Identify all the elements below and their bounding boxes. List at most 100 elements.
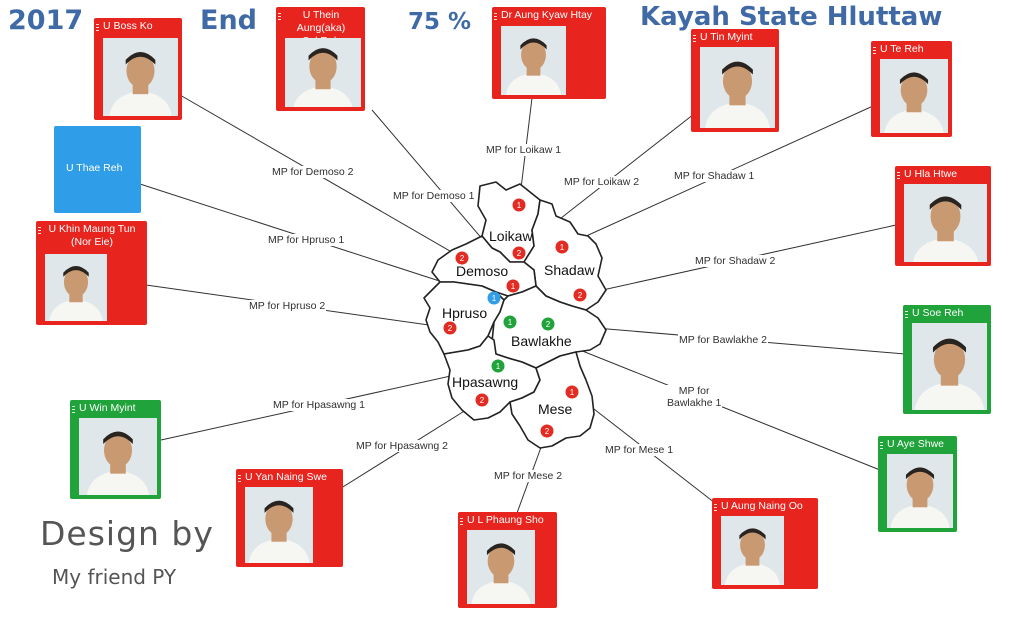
drag-handle-icon[interactable] — [72, 404, 76, 416]
member-photo — [912, 323, 987, 410]
percent-label: 75 % — [408, 9, 472, 35]
member-card[interactable]: U Aye Shwe — [878, 436, 957, 532]
credit-author: My friend PY — [52, 565, 177, 589]
seat-label-hpasawng-2: MP for Hpasawng 2 — [355, 440, 450, 452]
marker-loikaw-1: 1 — [512, 198, 526, 212]
member-name: U Aye Shwe — [887, 438, 945, 450]
seat-label-mese-1: MP for Mese 1 — [604, 444, 675, 456]
drag-handle-icon[interactable] — [714, 502, 718, 514]
drag-handle-icon[interactable] — [238, 473, 242, 485]
marker-demoso-1: 1 — [506, 279, 520, 293]
drag-handle-icon[interactable] — [38, 225, 42, 237]
seat-label-shadaw-1: MP for Shadaw 1 — [673, 170, 756, 182]
seat-label-demoso-1: MP for Demoso 1 — [392, 190, 476, 202]
drag-handle-icon[interactable] — [880, 440, 884, 452]
connector-line — [555, 113, 695, 223]
member-card[interactable]: U Boss Ko — [94, 18, 182, 120]
member-name: U Hla Htwe — [904, 168, 958, 180]
marker-shadaw-1: 1 — [555, 240, 569, 254]
member-card[interactable]: U Yan Naing Swe — [236, 469, 343, 567]
svg-text:1: 1 — [511, 282, 516, 291]
drag-handle-icon[interactable] — [96, 22, 100, 34]
member-photo — [501, 26, 566, 95]
portrait-image — [721, 516, 784, 585]
drag-handle-icon[interactable] — [693, 33, 697, 45]
seat-label-loikaw-1: MP for Loikaw 1 — [485, 144, 563, 156]
member-card[interactable]: U Khin Maung Tun (Nor Eie) — [36, 221, 147, 325]
drag-handle-icon[interactable] — [905, 309, 909, 321]
member-photo — [467, 530, 535, 604]
district-shadaw — [523, 199, 607, 311]
member-photo — [79, 418, 157, 495]
member-card[interactable]: U L Phaung Sho — [458, 512, 557, 608]
member-card[interactable]: U Soe Reh — [903, 305, 991, 414]
drag-handle-icon[interactable] — [873, 45, 877, 57]
member-photo — [880, 59, 948, 133]
portrait-image — [285, 38, 361, 107]
member-name: U Thae Reh — [66, 162, 123, 174]
svg-text:2: 2 — [578, 291, 583, 300]
svg-text:2: 2 — [517, 249, 522, 258]
member-photo — [904, 184, 987, 262]
seat-label-hpasawng-1: MP for Hpasawng 1 — [272, 399, 367, 411]
member-card[interactable]: Dr Aung Kyaw Htay — [492, 7, 606, 99]
district-label-hpasawng: Hpasawng — [452, 374, 519, 390]
marker-hpruso-1: 1 — [487, 291, 501, 305]
seat-label-demoso-2: MP for Demoso 2 — [271, 166, 355, 178]
member-card[interactable]: U Hla Htwe — [895, 166, 991, 266]
seat-label-hpruso-2: MP for Hpruso 2 — [248, 300, 327, 312]
portrait-image — [880, 59, 948, 133]
marker-hpasawng-1: 1 — [491, 359, 505, 373]
member-photo — [245, 487, 313, 563]
district-mese — [509, 351, 595, 449]
member-name: U Yan Naing Swe — [245, 471, 327, 483]
district-label-bawlakhe: Bawlakhe — [511, 333, 572, 349]
svg-text:1: 1 — [508, 318, 513, 327]
district-label-mese: Mese — [538, 401, 573, 417]
portrait-image — [103, 38, 178, 116]
member-name: U Khin Maung Tun (Nor Eie) — [48, 223, 136, 248]
member-name: Dr Aung Kyaw Htay — [501, 9, 593, 21]
portrait-image — [467, 530, 535, 604]
page-title: Kayah State Hluttaw — [640, 2, 943, 32]
member-name: U Te Reh — [880, 43, 924, 55]
seat-label-mese-2: MP for Mese 2 — [493, 470, 564, 482]
portrait-image — [904, 184, 987, 262]
district-label-shadaw: Shadaw — [544, 262, 595, 278]
drag-handle-icon[interactable] — [278, 11, 282, 23]
member-name: U Soe Reh — [912, 307, 964, 319]
member-photo — [887, 454, 953, 528]
member-card[interactable]: U Thae Reh — [54, 126, 141, 213]
member-card[interactable]: U Tin Myint — [691, 29, 779, 132]
member-name: U Boss Ko — [103, 20, 153, 32]
drag-handle-icon[interactable] — [494, 11, 498, 23]
member-card[interactable]: U Te Reh — [871, 41, 952, 137]
marker-mese-1: 1 — [565, 385, 579, 399]
drag-handle-icon[interactable] — [460, 516, 464, 528]
svg-text:1: 1 — [496, 362, 501, 371]
year-label: 2017 — [8, 5, 84, 36]
member-photo — [285, 38, 361, 107]
seat-label-shadaw-2: MP for Shadaw 2 — [694, 255, 777, 267]
portrait-image — [887, 454, 953, 528]
member-photo — [103, 38, 178, 116]
member-card[interactable]: U Thein Aung(aka) Sel Reh — [276, 7, 365, 111]
marker-bawlakhe-1: 1 — [503, 315, 517, 329]
member-photo — [45, 254, 107, 321]
marker-hpruso-2: 2 — [443, 321, 457, 335]
marker-hpasawng-2: 2 — [475, 393, 489, 407]
member-name: U Tin Myint — [700, 31, 753, 43]
marker-loikaw-2: 2 — [512, 246, 526, 260]
svg-text:1: 1 — [492, 294, 497, 303]
credit-design-by: Design by — [40, 514, 214, 553]
portrait-image — [700, 47, 775, 128]
seat-label-hpruso-1: MP for Hpruso 1 — [267, 234, 346, 246]
member-card[interactable]: U Win Myint — [70, 400, 161, 499]
end-label: End — [200, 5, 257, 36]
drag-handle-icon[interactable] — [897, 170, 901, 182]
member-card[interactable]: U Aung Naing Oo — [712, 498, 818, 589]
member-name: U Win Myint — [79, 402, 136, 414]
marker-bawlakhe-2: 2 — [541, 317, 555, 331]
svg-text:2: 2 — [480, 396, 485, 405]
